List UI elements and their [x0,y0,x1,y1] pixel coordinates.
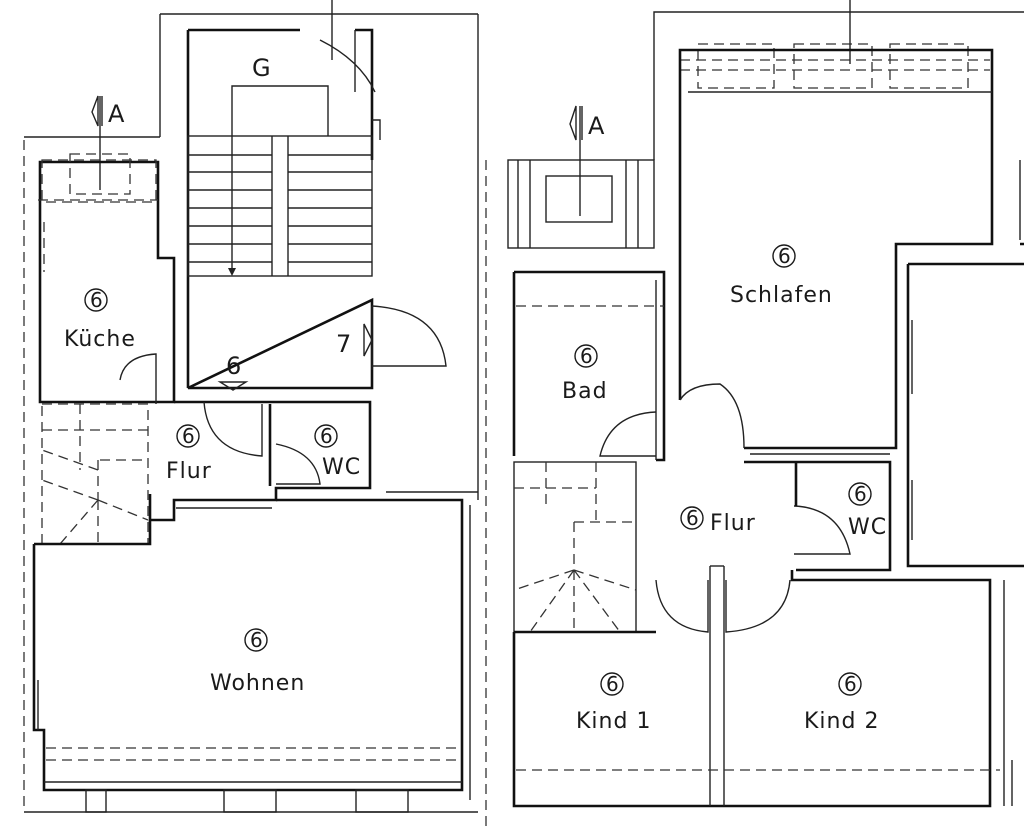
bad-door [599,411,657,457]
svg-text:6: 6 [90,288,103,312]
wc-door-right [793,505,851,555]
svg-text:6: 6 [686,506,699,530]
room-wc-right: 6 WC [848,482,887,540]
svg-text:6: 6 [320,424,333,448]
room-flur-left: 6 Flur [166,424,212,484]
room-kind2: 6 Kind 2 [804,672,879,734]
kind2-door [725,579,791,633]
window-sill-wohnen [85,789,409,813]
schlafen-wall [678,48,994,450]
svg-text:Kind 1: Kind 1 [576,709,651,734]
svg-text:Schlafen: Schlafen [730,283,833,308]
level-7-label: 7 [336,330,351,358]
svg-text:Flur: Flur [166,459,212,484]
wc-door-left [275,443,321,485]
wc-right-wall [744,460,892,572]
stair-flight [187,85,373,277]
wohnen-wall [32,498,464,792]
svg-text:Flur: Flur [710,511,756,536]
svg-text:6: 6 [250,628,263,652]
svg-text:WC: WC [848,515,887,540]
kitchen-door [119,353,157,404]
kind1-door [655,579,709,633]
stairwell-wall [186,28,374,390]
flur-door [203,401,263,457]
level-6-label: 6 [226,352,241,380]
svg-text:6: 6 [606,672,619,696]
svg-text:Wohnen: Wohnen [210,671,305,696]
bad-wall [512,270,666,462]
spiral-stair-right [513,461,637,633]
stair-door-top [319,30,376,93]
svg-text:6: 6 [844,672,857,696]
svg-text:A: A [588,112,605,140]
room-wc-left: 6 WC [314,424,361,480]
room-flur-right: 6 Flur [680,506,756,536]
schlafen-door [679,383,745,449]
section-mark-left: A [91,95,125,190]
room-wohnen: 6 Wohnen [210,628,305,696]
svg-text:Bad: Bad [562,379,608,404]
svg-text:WC: WC [322,455,361,480]
room-schlafen: 6 Schlafen [730,244,833,308]
svg-text:Kind 2: Kind 2 [804,709,879,734]
room-kind1: 6 Kind 1 [576,672,651,734]
svg-text:6: 6 [580,344,593,368]
right-apartment-wall [906,242,1024,568]
svg-text:Küche: Küche [64,327,136,352]
room-bad: 6 Bad [562,344,608,404]
right-plan: A [507,0,1024,808]
section-mark-right: A [569,105,605,216]
stair-label: G [252,54,271,82]
left-plan: G 7 6 A [23,0,479,813]
kind-walls [512,570,992,808]
svg-text:6: 6 [182,424,195,448]
stair-door-lower [371,305,447,370]
room-kueche: 6 Küche [64,288,136,352]
svg-text:6: 6 [854,482,867,506]
svg-text:A: A [108,100,125,128]
kitchen-wall [38,160,176,404]
roof-windows [680,0,990,89]
balcony-hatch [507,159,655,249]
spiral-stair-left [41,403,149,545]
svg-text:6: 6 [778,244,791,268]
